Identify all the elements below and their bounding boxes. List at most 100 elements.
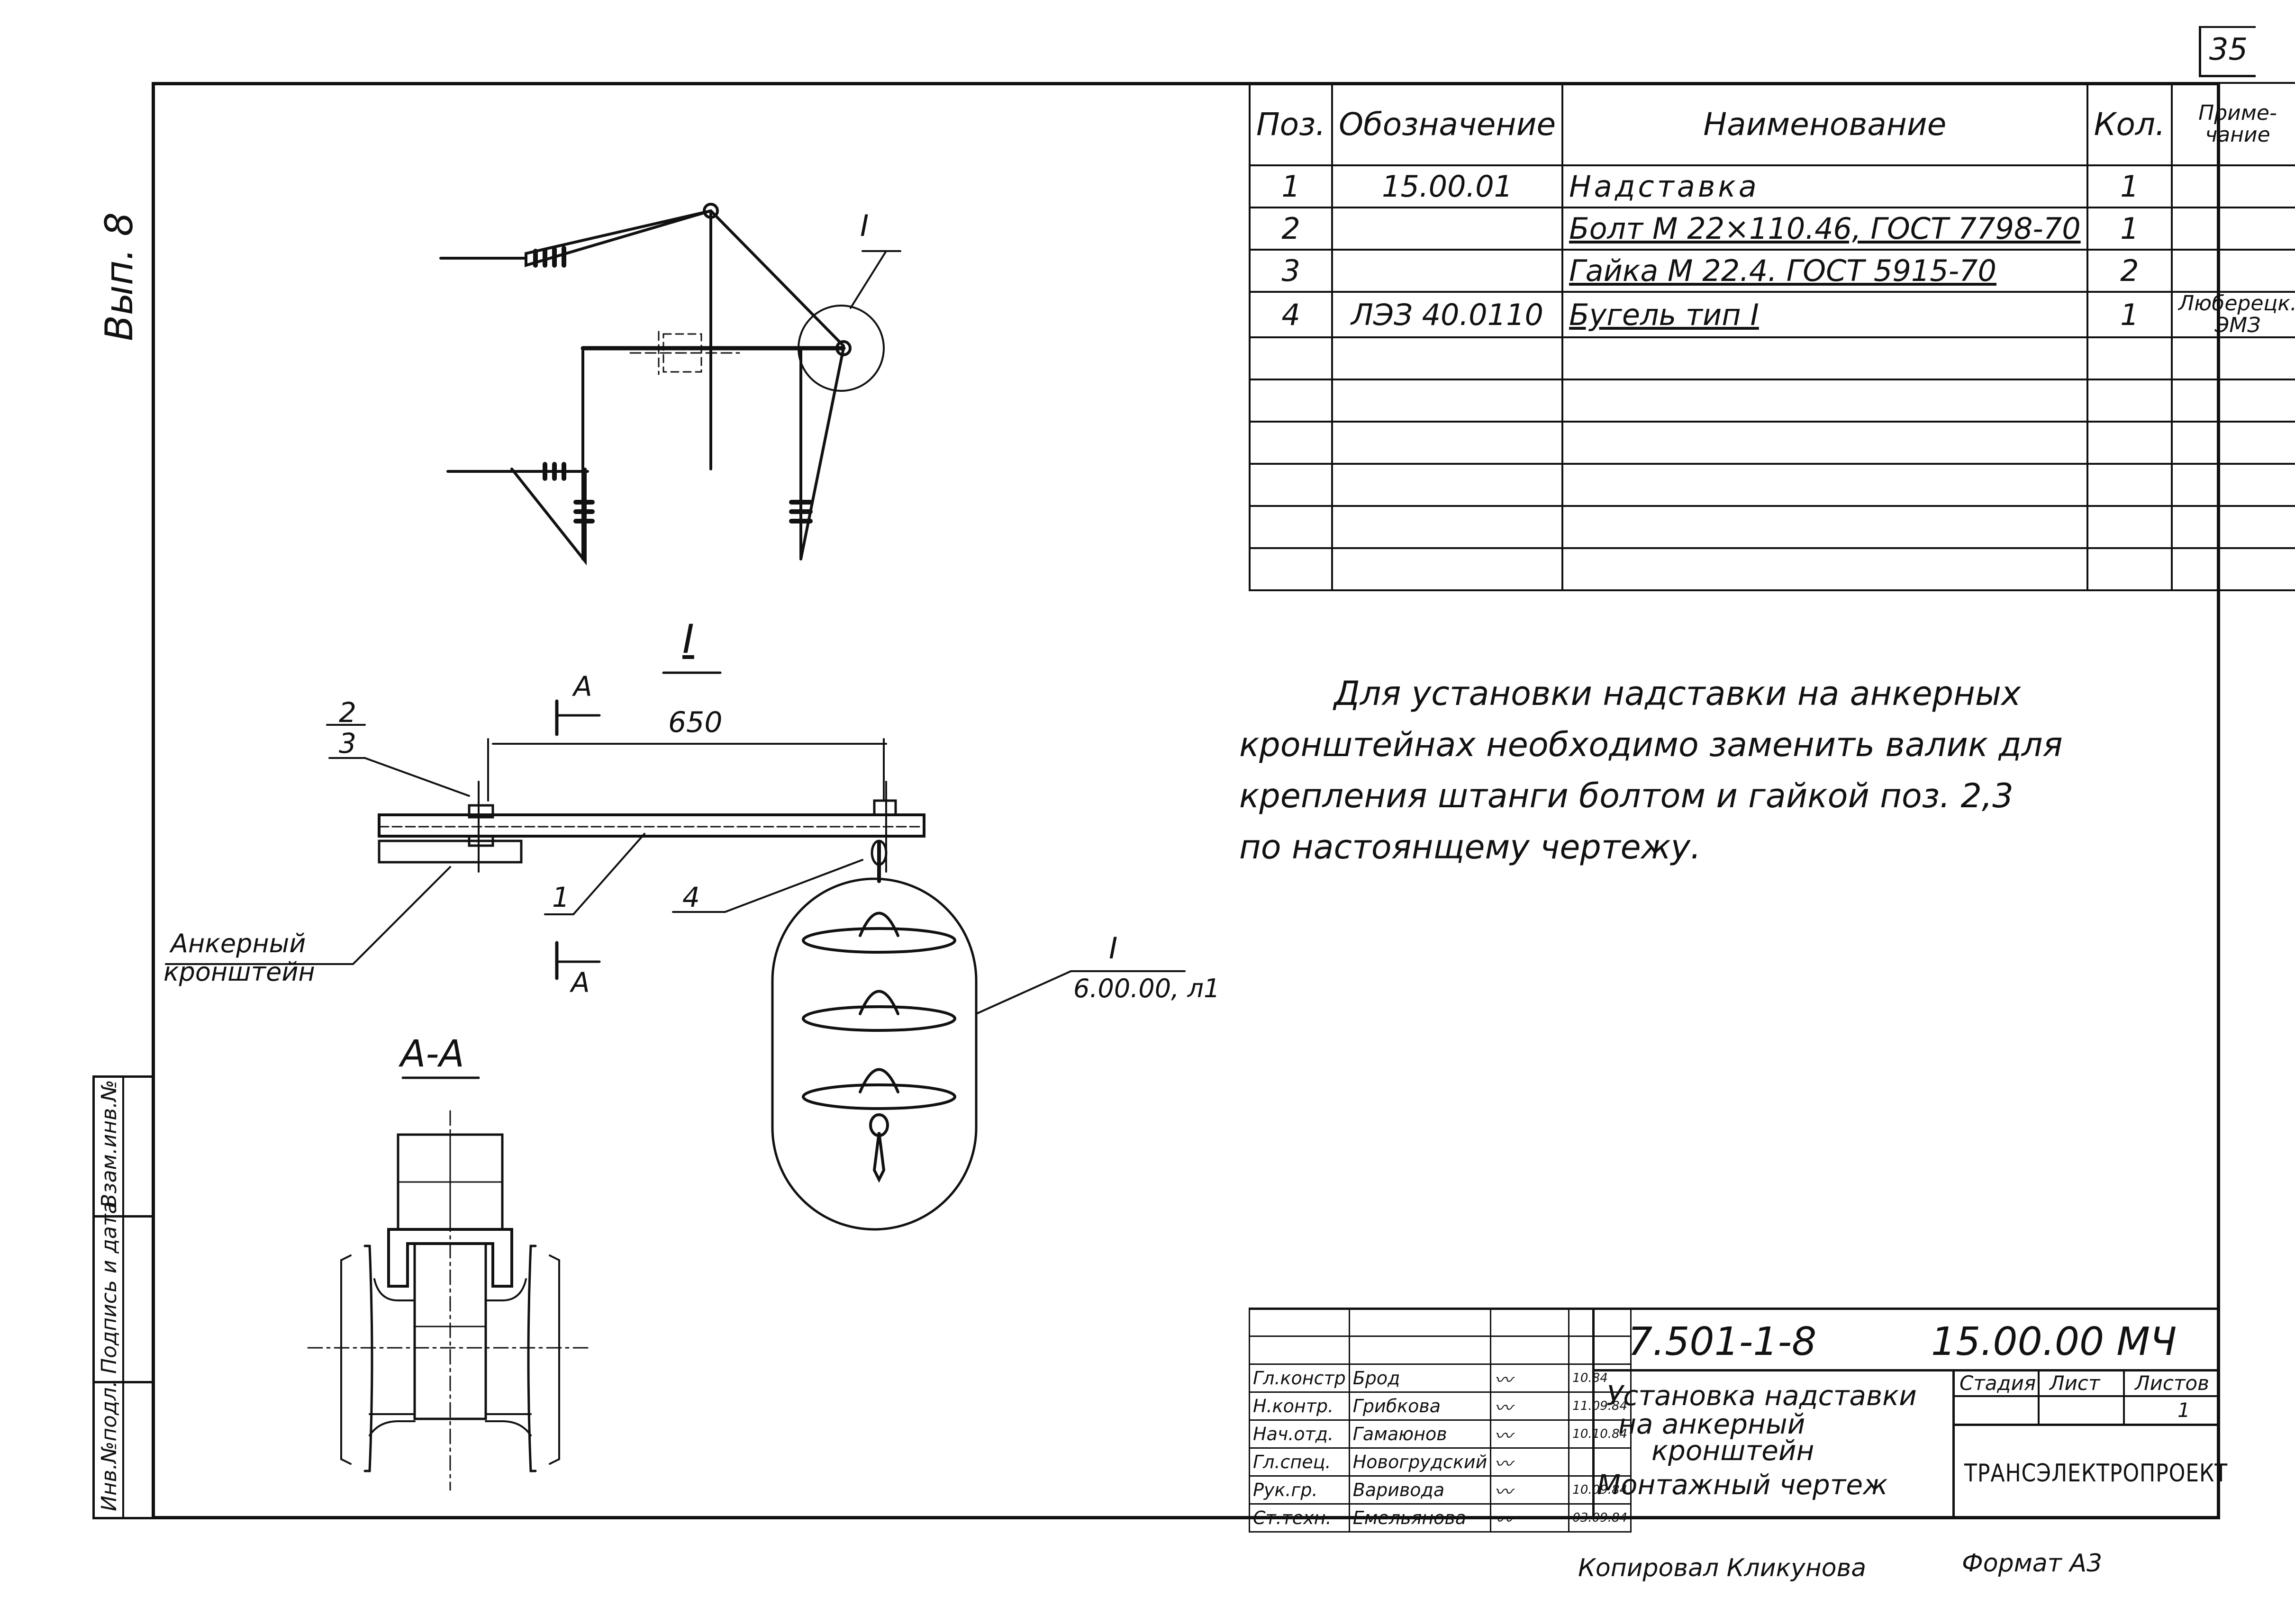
side-stamp [92, 1075, 154, 1519]
bom-pos: 3 [1248, 249, 1333, 293]
sheets-value: 1 [2177, 1398, 2190, 1422]
table-row: Рук.гр.Варивода〰10.09.84 [1249, 1475, 1632, 1505]
bom-qty: 1 [2086, 164, 2173, 208]
detail-view [165, 671, 925, 980]
bom-note [2171, 207, 2295, 251]
doc-title-line: Установка надставки [1606, 1380, 1917, 1412]
company-name: ТРАНСЭЛЕКТРОПРОЕКТ [1964, 1459, 2228, 1488]
footer-copied: Копировал Кликунова [1578, 1554, 1867, 1582]
table-row: 2 Болт М 22×110.46, ГОСТ 7798-70 1 [1248, 207, 2295, 251]
footer-format: Формат А3 [1962, 1549, 2103, 1578]
table-row [1248, 463, 2295, 507]
signer-role: Н.контр. [1249, 1391, 1350, 1421]
bom-designation [1331, 207, 1564, 251]
bom-pos: 2 [1248, 207, 1333, 251]
anchor-bracket [378, 839, 523, 864]
bom-header-row: Поз. Обозначение Наименование Кол. Приме… [1248, 82, 2295, 166]
section-view [307, 1076, 589, 1491]
bom-name: Бугель тип I [1561, 290, 2088, 339]
bom-pos: 1 [1248, 164, 1333, 208]
schematic-brace [709, 209, 845, 347]
table-row [1248, 421, 2295, 465]
table-row: 4 ЛЭЗ 40.0110 Бугель тип I 1 Люберецк. Э… [1248, 290, 2295, 339]
drawing-frame [152, 82, 2220, 1519]
table-row: Гл.спец.Новогрудский〰 [1249, 1447, 1632, 1477]
leader-label: 2 [339, 696, 356, 729]
bom-qty: 1 [2086, 290, 2173, 339]
schematic-insulator-string [525, 209, 711, 268]
schematic-overview [439, 203, 901, 566]
table-row [1248, 379, 2295, 423]
insulator-callout-ref: 6.00.00, л1 [1073, 974, 1220, 1003]
schematic-brace [510, 468, 587, 566]
signer-name: Грибкова [1348, 1391, 1492, 1421]
bom-note [2171, 164, 2295, 208]
anchor-label: кронштейн [163, 957, 315, 987]
signer-name: Варивода [1348, 1475, 1492, 1505]
leader-label: 1 [552, 881, 570, 913]
bom-header-name: Наименование [1561, 82, 2088, 166]
bom-header-note: Приме- чание [2171, 82, 2295, 166]
bom-name: Гайка М 22.4. ГОСТ 5915-70 [1561, 249, 2088, 293]
sign-date: 10.10.84 [1568, 1419, 1632, 1449]
section-mark-bottom: А [571, 966, 590, 999]
section-mark-top: А [573, 670, 592, 703]
doc-title-line: на анкерный [1618, 1408, 1805, 1440]
signature: 〰 [1490, 1391, 1570, 1421]
bom-designation: 15.00.01 [1331, 164, 1564, 208]
signer-name: Гамаюнов [1348, 1419, 1492, 1449]
sheets-label: Листов [2135, 1371, 2209, 1395]
signature: 〰 [1490, 1419, 1570, 1449]
sign-date: 10.09.84 [1568, 1475, 1632, 1505]
detail-title: I [682, 616, 694, 662]
bom-header-pos: Поз. [1248, 82, 1333, 166]
installation-note: Для установки надставки на анкерных крон… [1239, 668, 2140, 873]
sign-date: 03.09.84 [1568, 1503, 1632, 1533]
signature: 〰 [1490, 1363, 1570, 1393]
note-line: Для установки надставки на анкерных [1334, 674, 2021, 713]
doc-code: 7.501-1-8 [1628, 1319, 1817, 1364]
bom-note: Люберецк. ЭМЗ [2171, 290, 2295, 339]
bom-designation: ЛЭЗ 40.0110 [1331, 290, 1564, 339]
bom-header-designation: Обозначение [1331, 82, 1564, 166]
insulator-detail [771, 839, 1186, 1231]
table-row: 1 15.00.01 Надставка 1 [1248, 164, 2295, 208]
page-number: 35 [2199, 26, 2256, 77]
bom-note [2171, 249, 2295, 293]
page-number-box-top [2199, 26, 2256, 28]
bom-pos: 4 [1248, 290, 1333, 339]
bom-qty: 2 [2086, 249, 2173, 293]
sign-date: 10.84 [1568, 1363, 1632, 1393]
bom-name: Болт М 22×110.46, ГОСТ 7798-70 [1561, 207, 2088, 251]
bom-table: Поз. Обозначение Наименование Кол. Приме… [1248, 82, 2295, 592]
bom-qty: 1 [2086, 207, 2173, 251]
insulator-discs [533, 246, 566, 268]
doc-title-line: Монтажный чертеж [1597, 1469, 1888, 1501]
dimension-label: 650 [668, 706, 723, 739]
extension-bar [378, 813, 925, 838]
signature: 〰 [1490, 1447, 1570, 1477]
bom-designation [1331, 249, 1564, 293]
doc-number: 15.00.00 МЧ [1931, 1319, 2177, 1364]
signer-role: Нач.отд. [1249, 1419, 1350, 1449]
side-stamp-divider [122, 1078, 124, 1517]
detail-callout-label: I [860, 208, 869, 243]
table-row [1248, 336, 2295, 381]
table-row: 3 Гайка М 22.4. ГОСТ 5915-70 2 [1248, 249, 2295, 293]
sheet-label: Лист [2050, 1371, 2100, 1395]
signer-role: Гл.констр [1249, 1363, 1350, 1393]
signer-role: Рук.гр. [1249, 1475, 1350, 1505]
leader-label: 3 [339, 727, 356, 759]
note-line: по настоянщему чертежу. [1239, 828, 1701, 866]
signer-name: Новогрудский [1348, 1447, 1492, 1477]
anchor-label: Анкерный [171, 929, 306, 958]
note-line: крепления штанги болтом и гайкой поз. 2,… [1239, 776, 2014, 815]
insulator-callout: I [1109, 931, 1118, 965]
detail-circle [798, 305, 885, 392]
table-row: Нач.отд.Гамаюнов〰10.10.84 [1249, 1419, 1632, 1449]
signer-name: Емельянова [1348, 1503, 1492, 1533]
signature: 〰 [1490, 1475, 1570, 1505]
